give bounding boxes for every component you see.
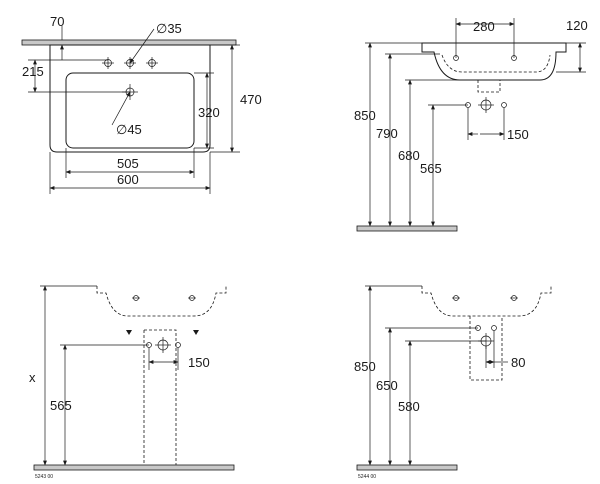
dim-150-pedestal: 150 bbox=[188, 355, 210, 370]
dim-505: 505 bbox=[117, 156, 139, 171]
supply-connections-side bbox=[465, 97, 507, 140]
dim-565-pedestal: 565 bbox=[50, 398, 72, 413]
semi-pedestal bbox=[469, 316, 503, 381]
top-view: 70 ∅35 215 470 320 ∅45 505 600 bbox=[21, 14, 262, 194]
dim-120: 120 bbox=[566, 18, 588, 33]
top-view-wall bbox=[21, 39, 237, 46]
semi-pedestal-view: 80 850 650 580 5244 00 bbox=[354, 285, 552, 480]
dim-565: 565 bbox=[420, 161, 442, 176]
dim-470: 470 bbox=[240, 92, 262, 107]
dim-790: 790 bbox=[376, 126, 398, 141]
waste-trap-side bbox=[477, 80, 501, 93]
product-code-pedestal: 5243 00 bbox=[35, 474, 53, 480]
dim-x: x bbox=[29, 370, 36, 385]
dim-35: ∅35 bbox=[156, 21, 182, 36]
dim-850: 850 bbox=[354, 108, 376, 123]
dim-850-semi: 850 bbox=[354, 359, 376, 374]
basin-bowl-plan bbox=[65, 72, 195, 149]
side-view: 280 120 850 790 680 565 bbox=[354, 18, 588, 232]
dim-680: 680 bbox=[398, 148, 420, 163]
product-code-semi-pedestal: 5244 00 bbox=[358, 474, 376, 480]
dim-80: 80 bbox=[511, 355, 525, 370]
dim-150: 150 bbox=[507, 127, 529, 142]
dim-600: 600 bbox=[117, 172, 139, 187]
dim-280: 280 bbox=[473, 19, 495, 34]
pedestal-view: 150 x 565 5243 00 bbox=[29, 285, 235, 480]
pedestal-column bbox=[143, 329, 177, 465]
dim-70: 70 bbox=[50, 14, 64, 29]
pedestal-view-floor bbox=[33, 464, 235, 471]
dim-320: 320 bbox=[198, 105, 220, 120]
dim-580: 580 bbox=[398, 399, 420, 414]
semi-pedestal-view-floor bbox=[356, 464, 458, 471]
basin-outline-side bbox=[421, 42, 567, 81]
basin-outline-pedestal-view bbox=[96, 286, 227, 317]
dim-45: ∅45 bbox=[116, 122, 142, 137]
basin-outline-plan bbox=[49, 44, 211, 153]
side-view-floor bbox=[356, 225, 458, 232]
basin-outline-semi-pedestal-view bbox=[421, 286, 552, 317]
dim-215: 215 bbox=[22, 64, 44, 79]
dim-650: 650 bbox=[376, 378, 398, 393]
